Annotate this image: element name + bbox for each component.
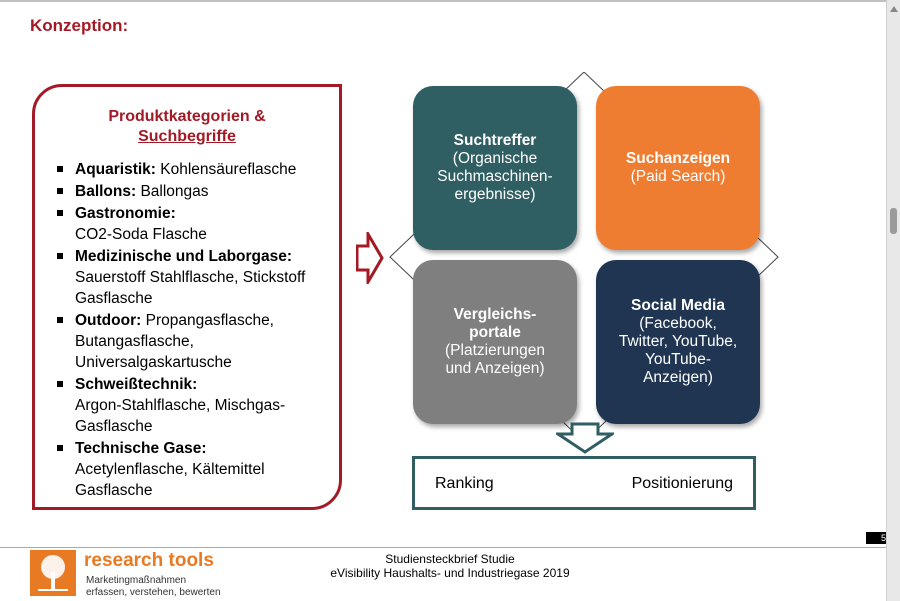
list-item: Medizinische und Laborgase: Sauerstoff St…	[57, 246, 335, 309]
category-terms: Propangasflasche, Butangasflasche, Unive…	[75, 312, 274, 371]
scroll-thumb[interactable]	[890, 208, 897, 234]
footer-divider	[0, 547, 886, 548]
category-label: Medizinische und Laborgase:	[75, 248, 293, 265]
category-terms: Acetylenflasche, Kältemittel Gasflasche	[75, 461, 265, 499]
quadrant-body: (Facebook, Twitter, YouTube, YouTube-Anz…	[618, 315, 738, 386]
footer-text: Studiensteckbrief Studie eVisibility Hau…	[300, 552, 600, 580]
category-label: Schweißtechnik:	[75, 376, 198, 393]
category-list: Aquaristik: Kohlensäureflasche Ballons: …	[57, 159, 335, 502]
quadrant-organic-search: Suchtreffer (Organische Suchmaschinen-er…	[413, 86, 577, 250]
page-number: 5	[866, 532, 886, 544]
list-item: Ballons: Ballongas	[57, 181, 335, 202]
list-item: Technische Gase: Acetylenflasche, Kältemi…	[57, 438, 305, 501]
footer-line-2: eVisibility Haushalts- und Industriegase…	[330, 566, 570, 580]
quadrant-title: Vergleichs-portale	[453, 306, 537, 341]
result-box: Ranking Positionierung	[412, 456, 756, 510]
vertical-scrollbar[interactable]	[886, 0, 900, 601]
product-categories-panel: Produktkategorien & Suchbegriffe Aquaris…	[32, 84, 342, 510]
right-arrow-icon	[356, 232, 384, 284]
down-arrow-icon	[556, 422, 614, 454]
panel-heading-line2: Suchbegriffe	[138, 128, 236, 145]
category-terms: Kohlensäureflasche	[155, 161, 297, 178]
category-label: Gastronomie:	[75, 205, 176, 222]
logo-tagline-2: erfassen, verstehen, bewerten	[86, 587, 221, 598]
category-label: Technische Gase:	[75, 440, 207, 457]
category-terms: Argon-Stahlflasche, Mischgas-Gasflasche	[75, 397, 286, 435]
quadrant-body: (Organische Suchmaschinen-ergebnisse)	[437, 150, 553, 203]
list-item: Aquaristik: Kohlensäureflasche	[57, 159, 335, 180]
list-item: Outdoor: Propangasflasche, Butangasflasc…	[57, 310, 315, 373]
quadrant-title: Suchanzeigen	[625, 150, 731, 167]
category-label: Outdoor:	[75, 312, 142, 329]
category-label: Ballons:	[75, 183, 137, 200]
category-terms: Sauerstoff Stahlflasche, Stickstoff Gasf…	[75, 269, 306, 307]
logo-name: research tools	[84, 550, 214, 571]
panel-heading-line1: Produktkategorien &	[108, 108, 266, 125]
footer-line-1: Studiensteckbrief Studie	[385, 552, 515, 566]
ranking-label: Ranking	[435, 475, 494, 492]
slide-title: Konzeption:	[30, 16, 129, 35]
tree-icon	[38, 555, 68, 591]
list-item: Gastronomie: CO2-Soda Flasche	[57, 203, 335, 245]
quadrant-comparison-portals: Vergleichs-portale (Platzierungen und An…	[413, 260, 577, 424]
list-item: Schweißtechnik: Argon-Stahlflasche, Misch…	[57, 374, 320, 437]
quadrant-body: (Platzierungen und Anzeigen)	[445, 342, 545, 377]
quadrant-body: (Paid Search)	[630, 168, 726, 185]
category-terms: CO2-Soda Flasche	[75, 226, 207, 243]
logo-tagline-1: Marketingmaßnahmen	[86, 575, 187, 586]
tree-logo-icon	[30, 550, 76, 596]
category-terms: Ballongas	[136, 183, 209, 200]
quadrant-title: Social Media	[631, 297, 725, 314]
positioning-label: Positionierung	[631, 475, 733, 492]
category-label: Aquaristik:	[75, 161, 156, 178]
quadrant-paid-search: Suchanzeigen (Paid Search)	[596, 86, 760, 250]
quadrant-social-media: Social Media (Facebook, Twitter, YouTube…	[596, 260, 760, 424]
panel-heading: Produktkategorien & Suchbegriffe	[35, 107, 339, 147]
scroll-up-icon[interactable]	[890, 6, 898, 12]
quadrant-title: Suchtreffer	[453, 132, 537, 149]
